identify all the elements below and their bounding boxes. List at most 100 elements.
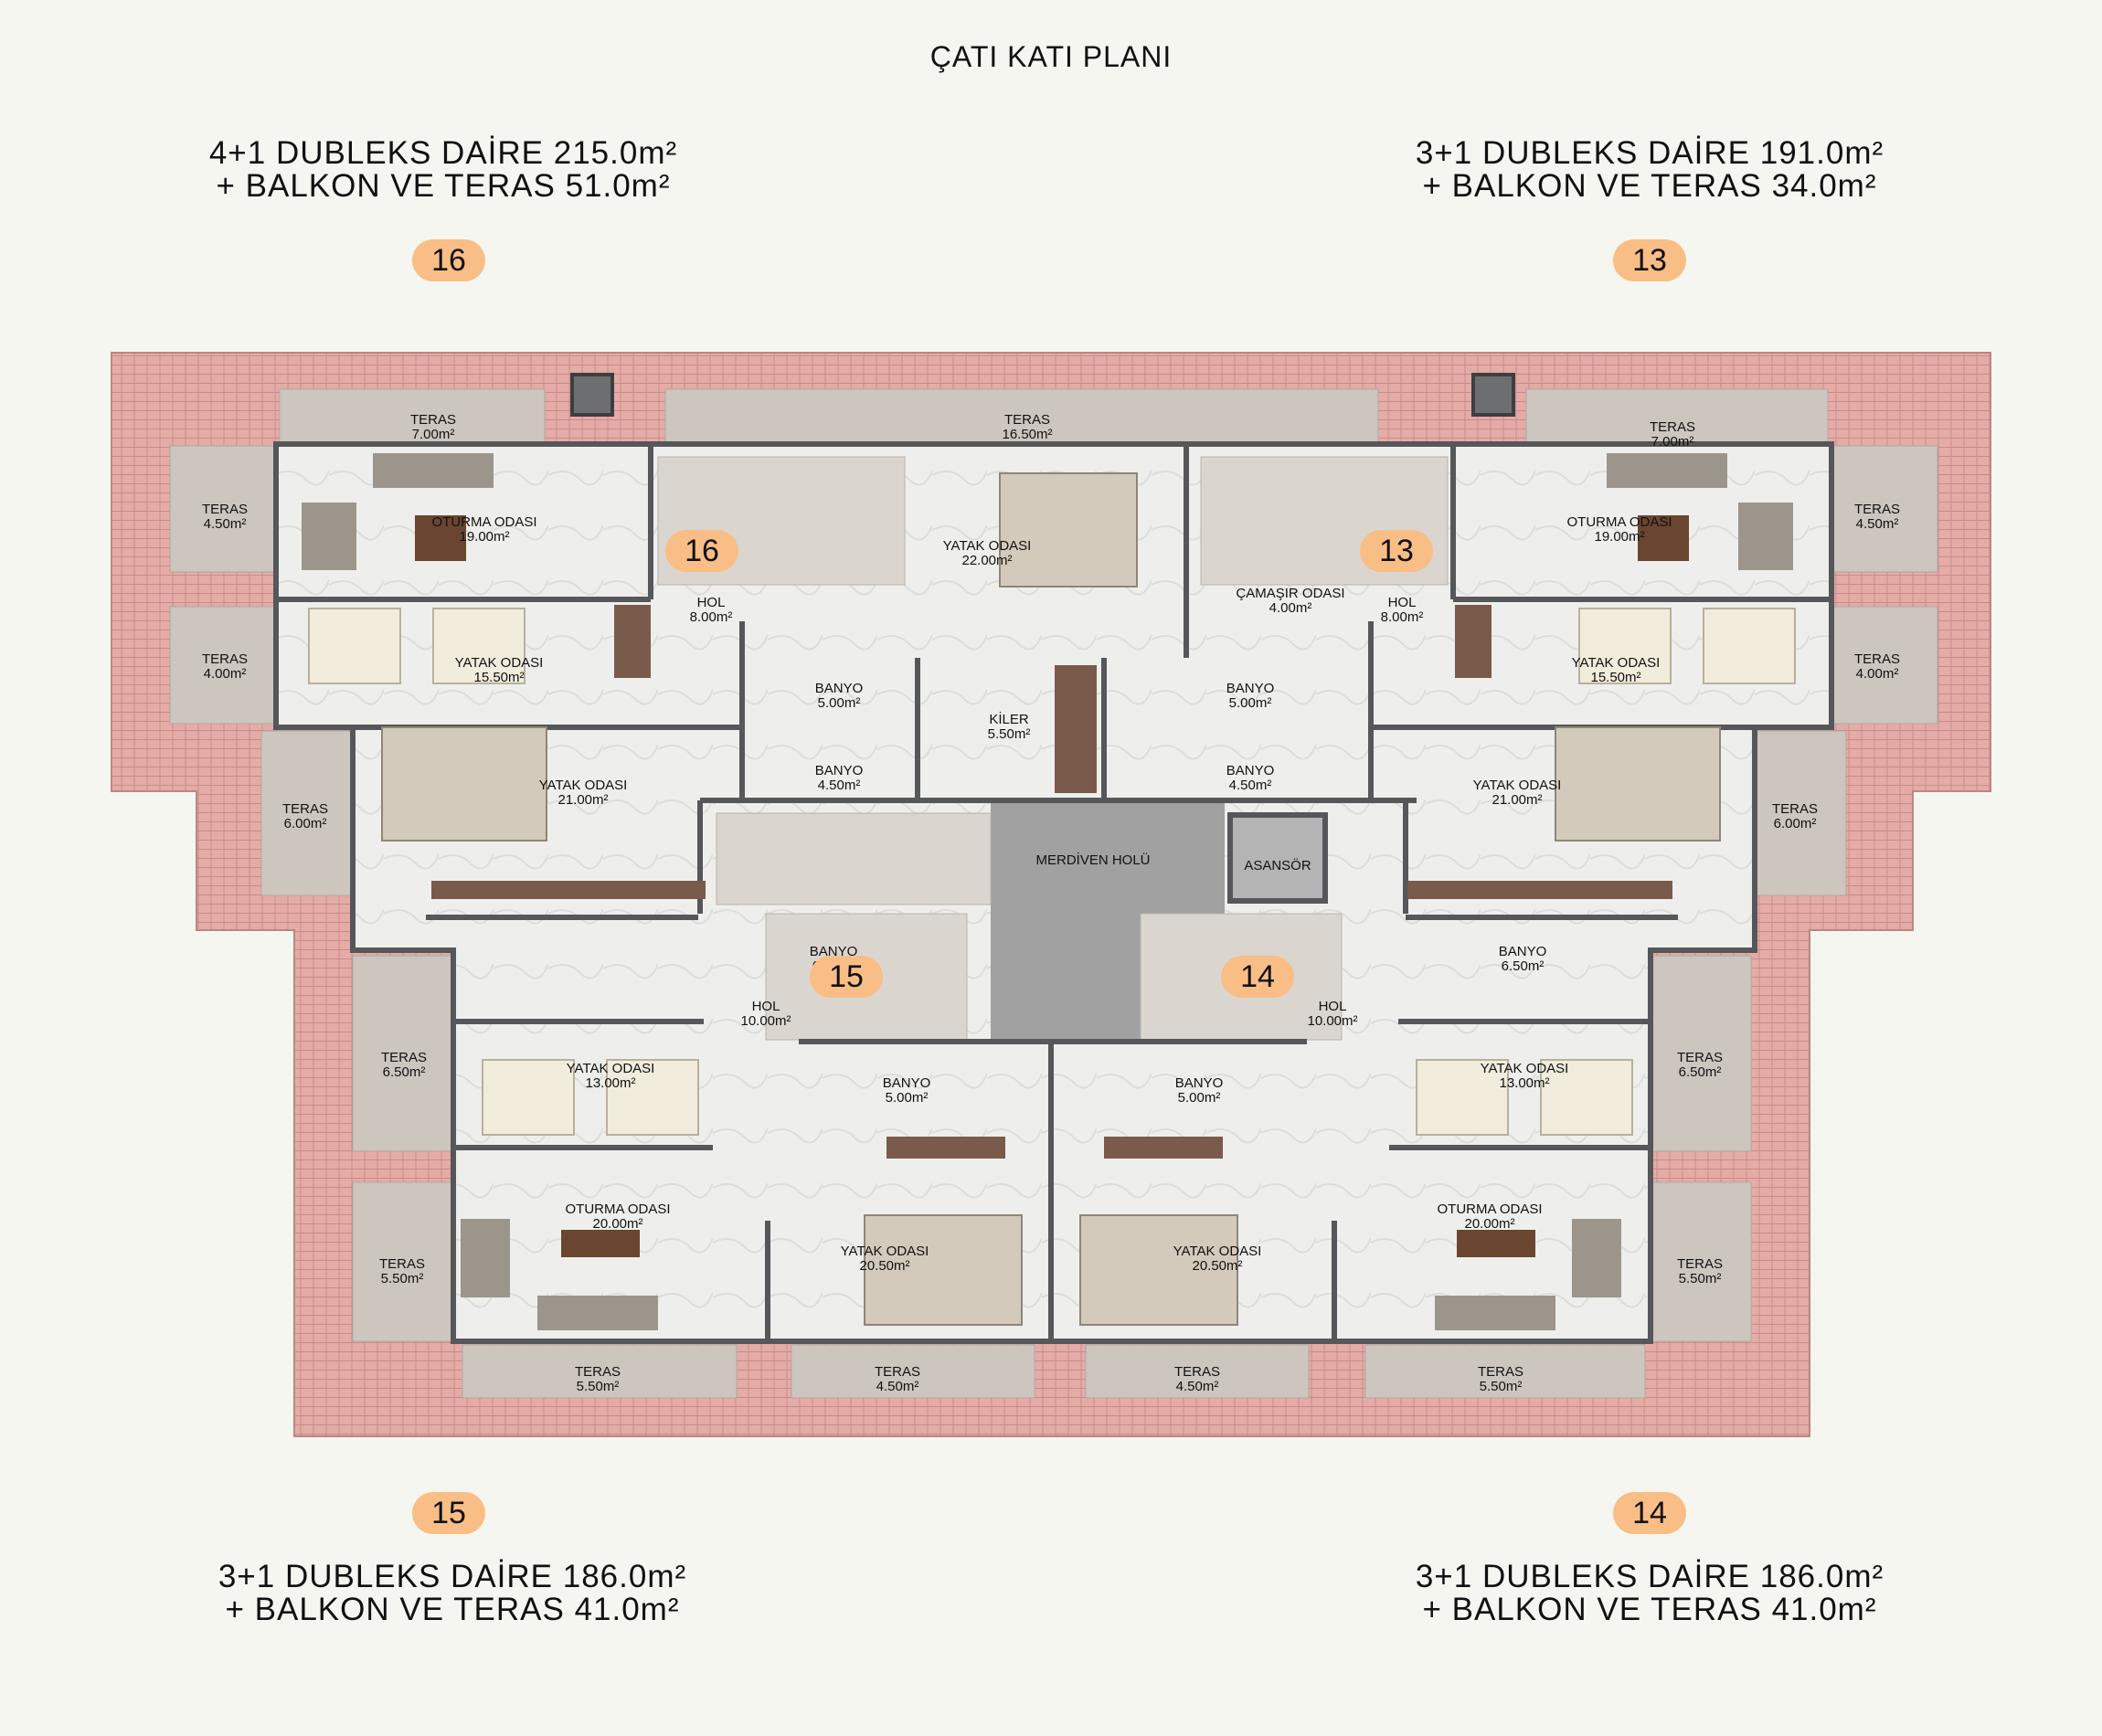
room-name: TERAS	[1676, 1256, 1723, 1272]
unit-15-title: 3+1 DUBLEKS DAİRE 186.0m² + BALKON VE TE…	[41, 1561, 864, 1626]
room-name: YATAK ODASI	[942, 538, 1032, 554]
room-area: 15.50m²	[473, 670, 525, 685]
room-area: 10.00m²	[740, 1013, 791, 1029]
room-name: OTURMA ODASI	[431, 514, 537, 530]
room-area: 6.50m²	[1678, 1064, 1722, 1080]
terraces	[169, 388, 1938, 1399]
room-area: 4.00m²	[1855, 666, 1899, 682]
room-name: BANYO	[814, 763, 864, 778]
room-area: 5.50m²	[380, 1271, 424, 1286]
plan-badge-15: 15	[810, 956, 883, 998]
room-area: 20.00m²	[1464, 1216, 1515, 1232]
room-name: YATAK ODASI	[538, 778, 628, 793]
sofas	[302, 453, 1793, 1330]
twin-beds	[308, 608, 1796, 1136]
room-area: 21.00m²	[1492, 792, 1543, 808]
unit-16-extra: + BALKON VE TERAS 51.0m²	[216, 168, 671, 204]
unit-15-extra: + BALKON VE TERAS 41.0m²	[225, 1592, 680, 1627]
unit-16-title: 4+1 DUBLEKS DAİRE 215.0m² + BALKON VE TE…	[32, 137, 855, 203]
room-name: TERAS	[281, 801, 328, 817]
page-title: ÇATI KATI PLANI	[929, 40, 1173, 73]
room-area: 5.50m²	[576, 1379, 620, 1394]
room-name: TERAS	[1853, 651, 1900, 667]
chimney-left	[570, 373, 614, 417]
room-name: OTURMA ODASI	[1566, 514, 1672, 530]
room-area: 10.00m²	[1307, 1013, 1358, 1029]
room-area: 15.50m²	[1590, 670, 1641, 685]
room-name: TERAS	[1649, 419, 1695, 435]
room-area: 4.50m²	[876, 1379, 919, 1394]
room-area: 5.00m²	[1228, 695, 1272, 711]
room-name: YATAK ODASI	[1472, 778, 1562, 793]
unit-14-extra: + BALKON VE TERAS 41.0m²	[1422, 1592, 1877, 1627]
tables	[415, 515, 1689, 1257]
unit-16-type: 4+1 DUBLEKS DAİRE 215.0m²	[208, 135, 678, 171]
room-name: KİLER	[989, 712, 1029, 727]
room-name: TERAS	[574, 1364, 621, 1380]
room-area: 6.00m²	[283, 816, 327, 831]
plan-badge-16: 16	[665, 530, 738, 572]
room-name: HOL	[751, 999, 780, 1014]
room-name: ASANSÖR	[1244, 858, 1311, 873]
room-area: 16.50m²	[1002, 427, 1053, 442]
plan-badge-13: 13	[1360, 530, 1433, 572]
room-area: 4.50m²	[1855, 516, 1899, 532]
room-area: 6.50m²	[1501, 958, 1545, 974]
unit-15-badge: 15	[412, 1492, 485, 1534]
room-name: TERAS	[1771, 801, 1818, 817]
room-area: 5.50m²	[1678, 1271, 1722, 1286]
unit-14-type: 3+1 DUBLEKS DAİRE 186.0m²	[1415, 1559, 1884, 1594]
room-name: BANYO	[1498, 944, 1547, 959]
room-name: YATAK ODASI	[566, 1061, 655, 1076]
room-area: 5.50m²	[1479, 1379, 1523, 1394]
room-label: MERDİVEN HOLÜ	[1011, 853, 1175, 868]
room-area: 7.00m²	[411, 427, 455, 442]
room-name: HOL	[1318, 999, 1347, 1014]
room-name: BANYO	[1226, 681, 1275, 696]
room-name: BANYO	[882, 1075, 931, 1091]
room-name: OTURMA ODASI	[565, 1201, 671, 1217]
room-name: TERAS	[1853, 502, 1900, 517]
unit-13-badge: 13	[1613, 239, 1686, 281]
room-name: YATAK ODASI	[1173, 1244, 1262, 1259]
room-area: 5.00m²	[885, 1090, 929, 1106]
room-name: TERAS	[874, 1364, 920, 1380]
room-name: YATAK ODASI	[840, 1244, 929, 1259]
room-area: 5.00m²	[817, 695, 861, 711]
room-area: 7.00m²	[1651, 434, 1694, 450]
room-name: ÇAMAŞIR ODASI	[1236, 586, 1345, 601]
unit-14-badge: 14	[1613, 1492, 1686, 1534]
room-area: 4.00m²	[203, 666, 247, 682]
room-name: TERAS	[1676, 1050, 1723, 1065]
room-name: HOL	[1387, 595, 1417, 610]
room-area: 4.50m²	[1228, 778, 1272, 793]
